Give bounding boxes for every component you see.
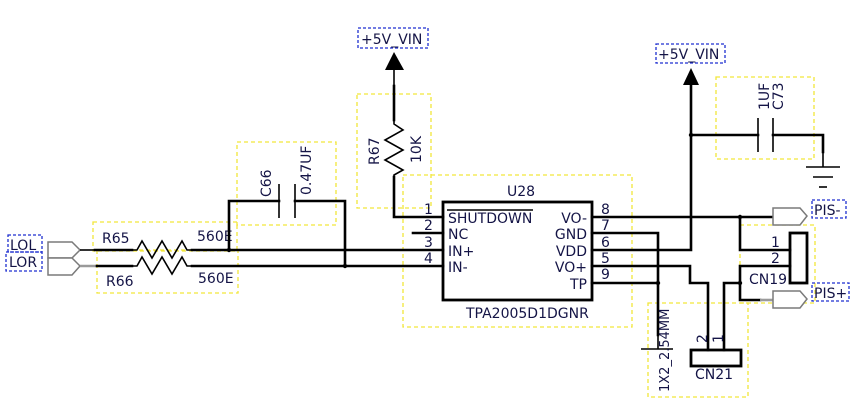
cn19-ref: CN19 — [749, 272, 787, 288]
connector-cn19: 1 2 CN19 — [749, 231, 809, 288]
capacitor-c66: C66 0.47UF — [226, 146, 348, 269]
u28-pin-number: 4 — [424, 251, 433, 267]
vin-right-label: +5V_VIN — [658, 47, 719, 63]
u28-pin-number: 7 — [601, 218, 610, 234]
junction-dot — [655, 280, 661, 286]
net-gnd — [590, 231, 673, 350]
cn21-pin-number: 2 — [695, 334, 711, 343]
u28-pin-number: 1 — [424, 202, 433, 218]
connector-cn21: 2 1 CN21 1X2_2.54MM — [658, 309, 743, 392]
net-vdd — [590, 83, 693, 252]
c73-ref: C73 — [771, 82, 787, 110]
power-vin-right: +5V_VIN — [655, 43, 726, 85]
port-lol: LOL — [7, 234, 82, 259]
u28-pin-name: VO- — [561, 211, 587, 227]
u28-pin-name: TP — [569, 277, 587, 293]
u28-pin-name: SHUTDOWN — [448, 211, 532, 227]
r67-ref: R67 — [367, 137, 383, 165]
power-arrow-icon — [683, 68, 699, 85]
net-vo-minus — [590, 214, 775, 220]
u28-pin-name: GND — [555, 227, 587, 243]
port-pis-minus: PIS- — [772, 199, 847, 226]
port-lol-label: LOL — [10, 238, 36, 254]
junction-dot — [342, 263, 348, 269]
vin-left-label: +5V_VIN — [361, 32, 422, 48]
cn21-pin-number: 1 — [711, 334, 727, 343]
u28-pin-name: IN+ — [448, 244, 474, 260]
ic-u28: U28 TPA2005D1DGNR 1 2 3 4 SHUTDOWN NC IN… — [411, 184, 610, 322]
c66-value: 0.47UF — [299, 146, 315, 195]
c66-outline — [236, 141, 337, 226]
port-pis-minus-label: PIS- — [814, 203, 841, 219]
u28-pin-number: 6 — [601, 235, 610, 251]
junction-dot — [226, 247, 232, 253]
resistor-r65-symbol-icon — [132, 239, 192, 260]
power-arrow-icon — [385, 52, 404, 70]
u28-pin-number: 9 — [601, 267, 610, 283]
port-lor-label: LOR — [9, 255, 37, 271]
cn19-body — [788, 231, 809, 285]
capacitor-c73: 1UF C73 — [688, 82, 825, 167]
resistor-r65: R65 560E — [102, 229, 233, 260]
u28-pin-name: NC — [448, 227, 468, 243]
cn19-pin-number: 1 — [771, 235, 780, 251]
r66-value: 560E — [198, 271, 234, 287]
u28-pin-name: VDD — [556, 244, 587, 260]
port-lor-connector-icon — [47, 257, 82, 276]
u28-part-number: TPA2005D1DGNR — [465, 306, 589, 322]
r65-value: 560E — [197, 229, 233, 245]
port-lol-label-box — [7, 234, 43, 253]
c73-value: 1UF — [757, 83, 773, 110]
resistor-r66: R66 560E — [106, 255, 234, 290]
port-pis-plus-label-box — [811, 282, 850, 302]
cn21-footprint: 1X2_2.54MM — [658, 309, 673, 392]
u28-pin-number: 2 — [424, 218, 433, 234]
u28-pin-number: 8 — [601, 202, 610, 218]
cn21-body — [689, 348, 743, 368]
cn21-ref: CN21 — [695, 367, 733, 383]
port-lor: LOR — [5, 251, 82, 276]
resistor-r66-symbol-icon — [132, 255, 192, 276]
u28-pin-number: 3 — [424, 235, 433, 251]
port-pis-plus: PIS+ — [772, 282, 850, 309]
cn19-pin-number: 2 — [771, 251, 780, 267]
port-lol-connector-icon — [47, 241, 82, 259]
vin-right-label-box — [655, 43, 726, 64]
port-pis-minus-label-box — [811, 199, 847, 219]
port-lor-label-box — [5, 251, 43, 272]
c73-outline — [715, 76, 815, 160]
r65-ref: R65 — [102, 231, 130, 247]
ground-icon — [806, 166, 840, 188]
u28-ref: U28 — [507, 184, 535, 200]
u28-pin-name: IN- — [448, 260, 468, 276]
resistor-r67-symbol-icon — [383, 120, 405, 177]
net-vo-plus — [590, 264, 710, 352]
r67-value: 10K — [409, 135, 425, 163]
vin-left-label-box — [357, 27, 429, 49]
cn21-outline — [647, 302, 749, 398]
u28-pin-number: 5 — [601, 251, 610, 267]
r66-ref: R66 — [106, 274, 134, 290]
port-pis-minus-connector-icon — [772, 207, 808, 226]
resistor-r67: R67 10K — [367, 70, 445, 219]
c66-ref: C66 — [259, 169, 275, 197]
power-vin-left: +5V_VIN — [357, 27, 429, 70]
r65-outline — [92, 221, 238, 252]
net-cn19 — [738, 215, 792, 302]
port-pis-plus-label: PIS+ — [814, 286, 847, 302]
u28-pin-name: VO+ — [555, 260, 587, 276]
junction-dot — [688, 132, 694, 138]
port-pis-plus-connector-icon — [772, 290, 808, 309]
